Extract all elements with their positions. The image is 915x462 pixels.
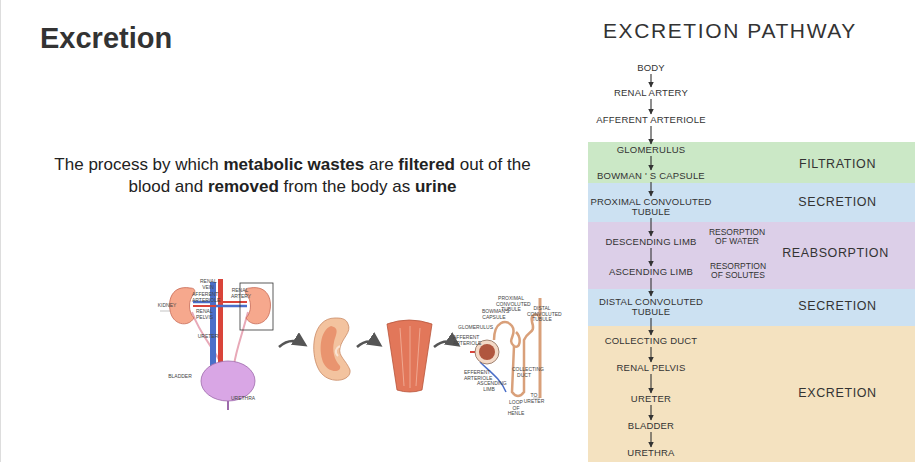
stage-name: SECRETION [785, 195, 890, 209]
key-term: filtered [398, 155, 455, 174]
pathway-step: COLLECTING DUCT [586, 336, 716, 346]
stage-band: REABSORPTION RESORPTION OF WATER RESORPTIO… [588, 222, 915, 289]
flow-arrow [650, 218, 651, 236]
pathway-step: URETHRA [586, 448, 716, 458]
pathway-step: BOWMAN ' S CAPSULE [586, 171, 716, 181]
part-label: URETHRA [231, 396, 255, 402]
flow-arrow [650, 248, 651, 266]
flow-arrow [650, 126, 651, 144]
key-term: removed [208, 177, 279, 196]
part-label: GLOMERULUS [458, 325, 488, 331]
part-label: URETER [197, 334, 219, 340]
stage-band: EXCRETION COLLECTING DUCT RENAL PELVIS URET… [588, 326, 915, 462]
stage-band: SECRETION PROXIMAL CONVOLUTED TUBULE [588, 183, 915, 222]
step-name: DESCENDING LIMB [586, 237, 716, 247]
part-label: AFFERENT ARTERIOLE [453, 335, 477, 346]
pathway-step: ASCENDING LIMB [586, 267, 716, 277]
key-term: urine [415, 177, 457, 196]
stage-name: FILTRATION [785, 157, 890, 171]
part-label: RENAL VEIN [200, 279, 216, 290]
stage-note: RESORPTION OF WATER [706, 228, 768, 246]
step-name: BOWMAN ' S CAPSULE [586, 171, 716, 181]
pathway-step: DESCENDING LIMB [586, 237, 716, 247]
step-name: BODY [586, 63, 716, 73]
part-label: DISTAL CONVOLUTED TUBULE [527, 306, 557, 323]
pathway-step: RENAL ARTERY [586, 88, 716, 98]
step-name: DISTAL CONVOLUTED TUBULE [586, 297, 716, 317]
part-label: KIDNEY [156, 303, 178, 309]
pathway-step: URETER [586, 394, 716, 404]
step-name: AFFERENT ARTERIOLE [586, 115, 716, 125]
flow-arrow [650, 182, 651, 196]
flow-arrow [650, 432, 651, 447]
part-label: BOWMAN'S CAPSULE [482, 309, 506, 320]
definition-phrase: are [369, 155, 394, 174]
flow-arrow [650, 347, 651, 362]
flow-arrow [650, 318, 651, 335]
step-name: COLLECTING DUCT [586, 336, 716, 346]
stage-name: REABSORPTION [778, 246, 893, 260]
part-label: BLADDER [167, 374, 193, 380]
slide-title: Excretion [40, 22, 172, 55]
step-name: PROXIMAL CONVOLUTED TUBULE [586, 197, 716, 217]
step-name: URETER [586, 394, 716, 404]
definition-phrase: The process by which [54, 155, 218, 174]
part-label: RENAL PELVIS [196, 309, 210, 320]
flow-arrow [650, 156, 651, 170]
pathway-step: BODY [586, 63, 716, 73]
part-label: EFFERENT ARTERIOLE [464, 370, 488, 381]
stage-band: SECRETION DISTAL CONVOLUTED TUBULE [588, 289, 915, 326]
pathway-step: AFFERENT ARTERIOLE [586, 115, 716, 125]
step-name: BLADDER [586, 421, 716, 431]
definition-phrase: from the body as [284, 177, 411, 196]
part-label: AFFERENT ARTERIOLE [192, 292, 214, 303]
step-name: GLOMERULUS [586, 145, 716, 155]
flow-arrow [650, 405, 651, 420]
flow-arrow [650, 374, 651, 393]
key-term: metabolic wastes [224, 155, 365, 174]
step-name: RENAL ARTERY [586, 88, 716, 98]
pathway-step: DISTAL CONVOLUTED TUBULE [586, 297, 716, 317]
part-label: TO URETER [521, 393, 547, 404]
part-label: ASCENDING LIMB [477, 381, 501, 392]
pathway-step: PROXIMAL CONVOLUTED TUBULE [586, 197, 716, 217]
pathway-heading: EXCRETION PATHWAY [603, 19, 857, 43]
pathway-step: BLADDER [586, 421, 716, 431]
step-name: ASCENDING LIMB [586, 267, 716, 277]
step-name: URETHRA [586, 448, 716, 458]
part-label: RENAL ARTERY [231, 288, 249, 299]
definition-text: The process by which metabolic wastes ar… [40, 154, 545, 198]
stage-band: FILTRATION GLOMERULUS BOWMAN ' S CAPSULE [588, 142, 915, 183]
step-name: RENAL PELVIS [586, 363, 716, 373]
stage-name: EXCRETION [785, 386, 890, 400]
part-label: COLLECTING DUCT [512, 367, 536, 378]
flow-arrow [650, 99, 651, 114]
part-label: LOOP OF HENLE [507, 400, 525, 417]
pathway-step: RENAL PELVIS [586, 363, 716, 373]
pathway-step: GLOMERULUS [586, 145, 716, 155]
flow-arrow [650, 74, 651, 87]
stage-note: RESORPTION OF SOLUTES [704, 262, 772, 280]
flow-arrow [650, 278, 651, 296]
stage-name: SECRETION [785, 299, 890, 313]
